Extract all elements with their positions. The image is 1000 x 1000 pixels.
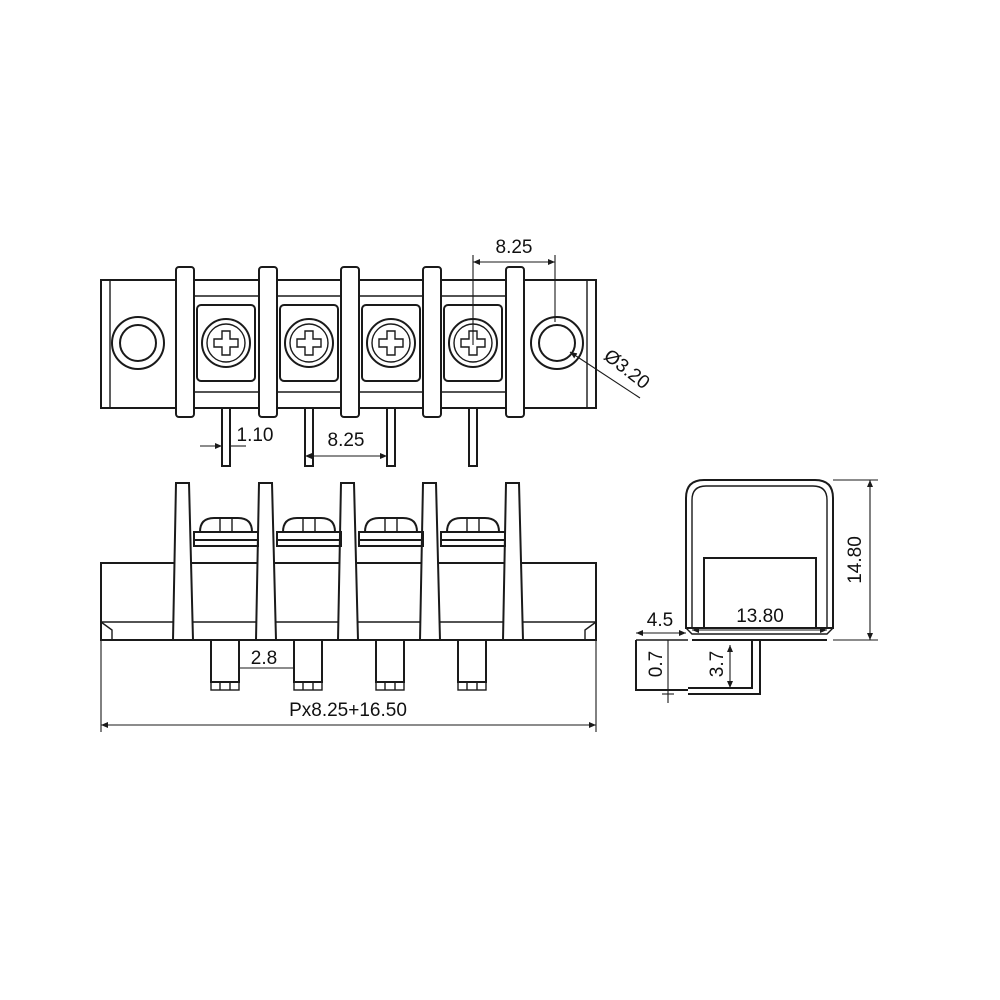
dim-side-small: 0.7: [646, 651, 667, 677]
barrier: [171, 482, 195, 641]
dim-pitch-top: 8.25: [496, 237, 533, 258]
side-view-outline: [685, 479, 834, 629]
pin: [304, 407, 314, 467]
pin-bottom-3: [375, 639, 405, 691]
side-view: 14.80 13.80 4.5 0.7 3.7: [635, 479, 878, 703]
pin: [468, 407, 478, 467]
mounting-hole-left: [111, 316, 165, 370]
dim-side-width: 13.80: [736, 606, 784, 627]
mounting-hole-right-inner: [538, 324, 576, 362]
dim-pin-pitch: 8.25: [328, 430, 365, 451]
mounting-hole-right: [530, 316, 584, 370]
barrier-rib: [175, 266, 195, 418]
screw-head-3: [358, 517, 424, 547]
barrier-rib: [422, 266, 442, 418]
dim-pin-width: 1.10: [237, 425, 274, 446]
barrier: [501, 482, 525, 641]
screw-terminal-2: [279, 304, 339, 382]
screw-head-2: [276, 517, 342, 547]
pin-bottom-1: [210, 639, 240, 691]
barrier-rib: [340, 266, 360, 418]
top-view: 8.25 Ø3.20 1.10 8.25: [100, 237, 654, 467]
barrier-rib: [505, 266, 525, 418]
barrier: [254, 482, 278, 641]
side-pin: [688, 640, 753, 689]
pin-bottom-4: [457, 639, 487, 691]
screw-terminal-1: [196, 304, 256, 382]
screw-head-1: [193, 517, 259, 547]
dim-side-height: 14.80: [845, 536, 866, 584]
front-view: 2.8 Px8.25+16.50: [100, 482, 597, 732]
barrier: [336, 482, 360, 641]
dim-hole-diameter: Ø3.20: [600, 345, 654, 393]
pin: [386, 407, 396, 467]
screw-terminal-3: [361, 304, 421, 382]
mounting-hole-left-inner: [119, 324, 157, 362]
dim-side-offset: 4.5: [647, 610, 673, 631]
dim-pin-thickness: 2.8: [251, 648, 277, 669]
dim-side-pin-length: 3.7: [707, 651, 728, 677]
screw-head-4: [440, 517, 506, 547]
barrier: [418, 482, 442, 641]
pin-bottom-2: [293, 639, 323, 691]
dim-overall-length: Px8.25+16.50: [289, 700, 407, 721]
barrier-rib: [258, 266, 278, 418]
pin: [221, 407, 231, 467]
